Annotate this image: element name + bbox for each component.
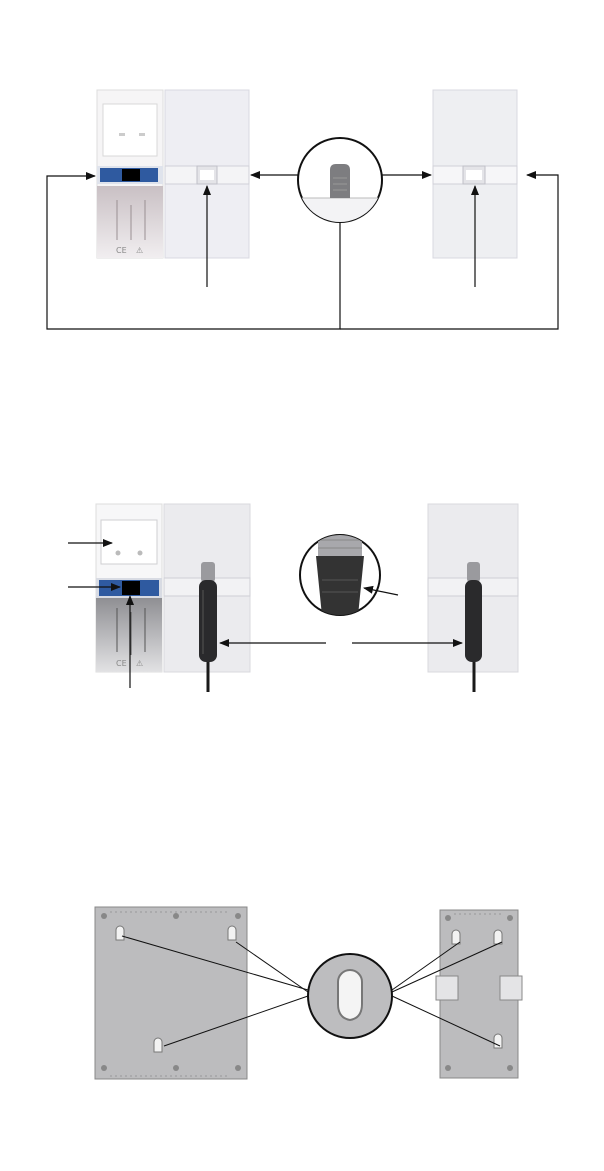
keyhole-icon [228, 926, 236, 940]
ce-mark: CE [116, 246, 127, 255]
figure-rear-mounting [0, 900, 604, 1090]
back-plate-large [95, 907, 247, 1079]
magnifier-circle-icon [300, 532, 380, 616]
figure-handpiece-placement: CE ⚠ [0, 480, 604, 720]
diagram-holder-install: CE ⚠ [0, 0, 604, 360]
magnifier-circle-icon [308, 954, 392, 1038]
back-plate-small [436, 910, 522, 1078]
keyhole-icon [494, 930, 502, 944]
diagram-rear-mounting [0, 900, 604, 1090]
figure-holder-install: CE ⚠ [0, 0, 604, 360]
keyhole-icon [154, 1038, 162, 1052]
keyhole-icon [452, 930, 460, 944]
ce-mark: CE [116, 659, 127, 668]
control-unit: CE ⚠ [97, 90, 163, 258]
warning-mark: ⚠ [136, 659, 143, 668]
holder-with-handpiece-right [428, 504, 518, 692]
keyhole-icon [116, 926, 124, 940]
magnifier-circle-icon [298, 138, 382, 228]
control-unit: CE ⚠ [96, 504, 162, 672]
warning-mark: ⚠ [136, 246, 143, 255]
holder-with-handpiece-left [164, 504, 250, 692]
keyhole-icon [494, 1034, 502, 1048]
diagram-handpiece-placement: CE ⚠ [0, 480, 604, 720]
